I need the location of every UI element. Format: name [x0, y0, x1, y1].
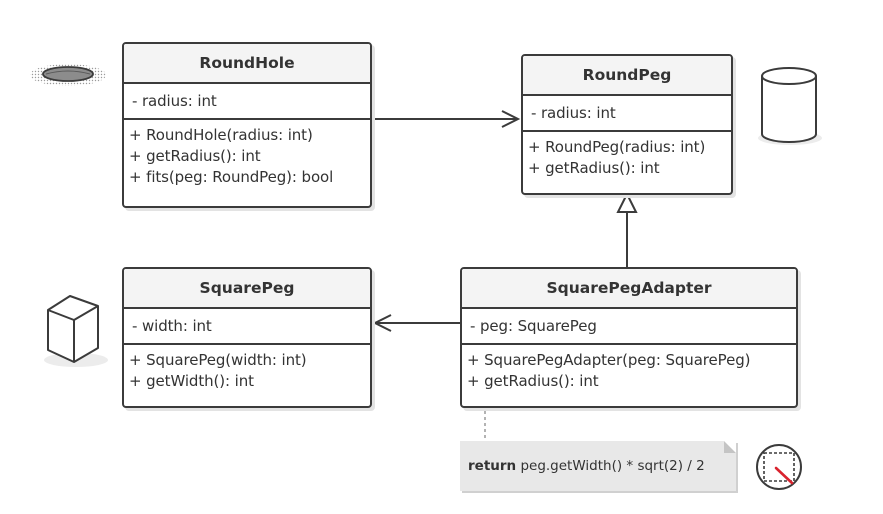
class-roundpeg-name: RoundPeg [523, 56, 731, 96]
method-getwidth: + getWidth(): int [129, 372, 254, 390]
class-roundhole-methods: + RoundHole(radius: int) + getRadius(): … [124, 120, 370, 193]
class-squarepeg-name: SquarePeg [124, 269, 370, 309]
field-radius: - radius: int [132, 92, 217, 110]
class-squarepeg-methods: + SquarePeg(width: int) + getWidth(): in… [124, 345, 370, 397]
class-roundpeg[interactable]: RoundPeg - radius: int + RoundPeg(radius… [521, 54, 733, 195]
class-squarepeg-fields: - width: int [124, 309, 370, 345]
square-in-circle-icon [756, 444, 802, 490]
class-squarepeg[interactable]: SquarePeg - width: int + SquarePeg(width… [122, 267, 372, 408]
class-squarepegadapter-name: SquarePegAdapter [462, 269, 796, 309]
class-roundhole-name: RoundHole [124, 44, 370, 84]
round-hole-icon [30, 64, 106, 86]
note-fold [724, 441, 736, 453]
method-getradius: + getRadius(): int [528, 159, 660, 177]
code-note: return peg.getWidth() * sqrt(2) / 2 [460, 441, 736, 491]
class-roundpeg-fields: - radius: int [523, 96, 731, 132]
method-roundpeg-constructor: + RoundPeg(radius: int) [528, 138, 706, 156]
field-width: - width: int [132, 317, 212, 335]
class-squarepegadapter[interactable]: SquarePegAdapter - peg: SquarePeg + Squa… [460, 267, 798, 408]
class-squarepegadapter-methods: + SquarePegAdapter(peg: SquarePeg) + get… [462, 345, 796, 397]
method-squarepeg-constructor: + SquarePeg(width: int) [129, 351, 307, 369]
class-roundhole-fields: - radius: int [124, 84, 370, 120]
association-arrowhead-squarepeg [372, 314, 392, 332]
cube-icon [44, 295, 108, 367]
class-roundhole[interactable]: RoundHole - radius: int + RoundHole(radi… [122, 42, 372, 208]
field-peg: - peg: SquarePeg [470, 317, 597, 335]
method-fits: + fits(peg: RoundPeg): bool [129, 168, 334, 186]
class-roundpeg-methods: + RoundPeg(radius: int) + getRadius(): i… [523, 132, 731, 184]
method-getradius: + getRadius(): int [467, 372, 599, 390]
field-radius: - radius: int [531, 104, 616, 122]
association-arrowhead-roundpeg [501, 110, 521, 128]
method-roundhole-constructor: + RoundHole(radius: int) [129, 126, 313, 144]
method-getradius: + getRadius(): int [129, 147, 261, 165]
note-expression: peg.getWidth() * sqrt(2) / 2 [516, 458, 705, 474]
method-adapter-constructor: + SquarePegAdapter(peg: SquarePeg) [467, 351, 751, 369]
class-squarepegadapter-fields: - peg: SquarePeg [462, 309, 796, 345]
note-keyword: return [468, 458, 517, 474]
cylinder-icon [758, 67, 822, 145]
inheritance-arrowhead-roundpeg [616, 191, 638, 213]
